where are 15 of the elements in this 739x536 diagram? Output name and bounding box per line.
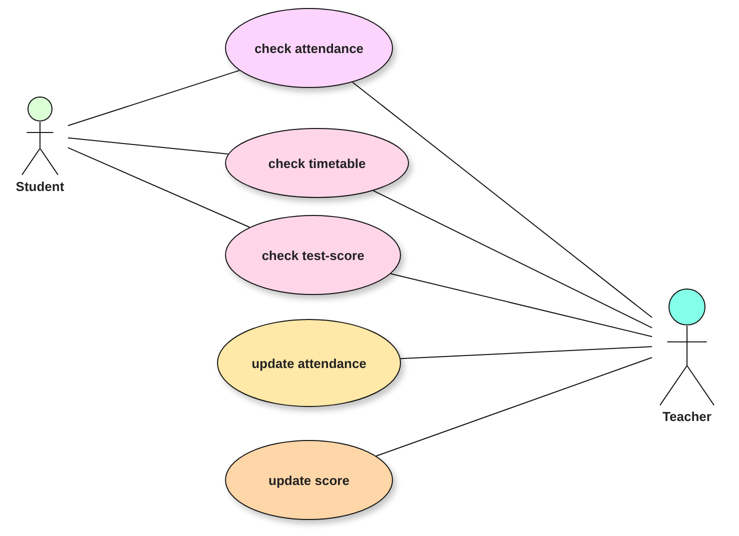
use-case-label: check timetable bbox=[268, 156, 366, 170]
association-line bbox=[376, 357, 652, 456]
use-case-label: update attendance bbox=[252, 356, 366, 370]
association-line bbox=[390, 273, 652, 338]
association-line bbox=[68, 137, 229, 155]
association-line bbox=[372, 190, 652, 328]
use-case-label: check attendance bbox=[254, 40, 364, 56]
association-line bbox=[68, 70, 240, 126]
use-case-label: check test-score bbox=[262, 248, 364, 262]
use-case-label: update score bbox=[268, 472, 350, 488]
association-line bbox=[400, 346, 652, 360]
actor-label: Student bbox=[16, 178, 64, 194]
actor-label: Teacher bbox=[662, 409, 712, 424]
association-line bbox=[68, 147, 250, 228]
association-line bbox=[352, 82, 652, 318]
